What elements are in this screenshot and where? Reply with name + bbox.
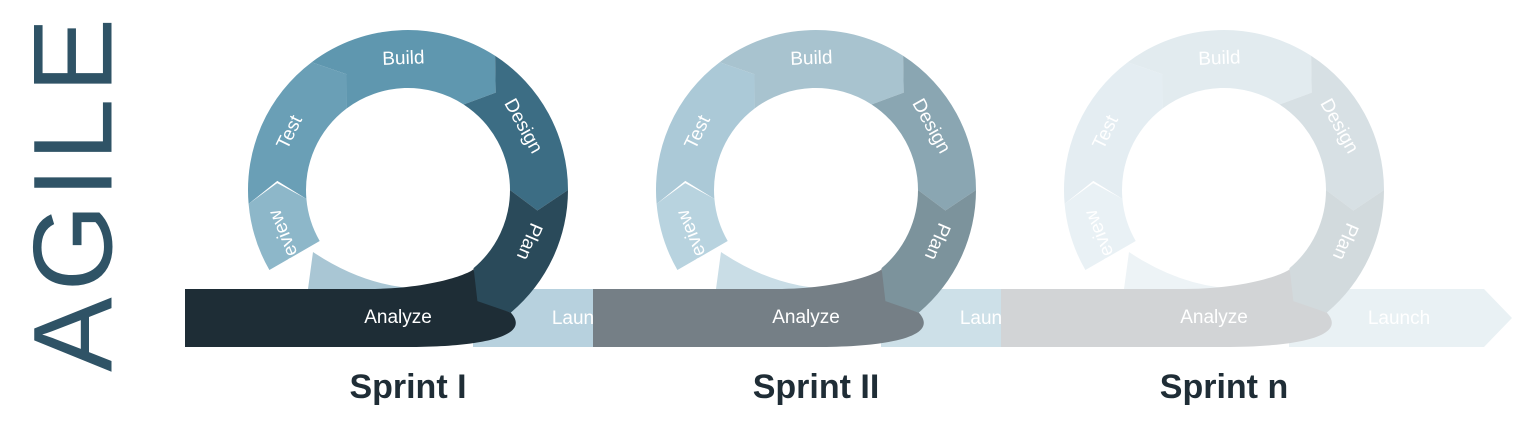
launch-arrow bbox=[1289, 289, 1512, 347]
build-label: Build bbox=[382, 47, 425, 69]
inner-wedge bbox=[716, 252, 836, 289]
sprint-caption: Sprint n bbox=[1160, 368, 1288, 406]
analyze-band bbox=[185, 268, 516, 347]
analyze-band bbox=[1001, 268, 1332, 347]
analyze-label: Analyze bbox=[364, 307, 432, 328]
test-segment bbox=[1063, 62, 1163, 204]
build-segment bbox=[1127, 29, 1312, 109]
launch-label: Launch bbox=[1368, 308, 1430, 329]
build-label: Build bbox=[790, 47, 833, 69]
review-segment bbox=[1064, 183, 1136, 270]
build-segment bbox=[719, 29, 904, 109]
design-segment bbox=[1279, 55, 1384, 211]
analyze-label: Analyze bbox=[1180, 307, 1248, 328]
review-segment bbox=[248, 183, 320, 270]
test-segment bbox=[247, 62, 347, 204]
agile-title: AGILE bbox=[11, 12, 136, 372]
analyze-label: Analyze bbox=[772, 307, 840, 328]
plan-segment bbox=[1289, 190, 1384, 313]
test-segment bbox=[655, 62, 755, 204]
design-segment bbox=[463, 55, 568, 211]
inner-wedge bbox=[308, 252, 428, 289]
build-label: Build bbox=[1198, 47, 1241, 69]
inner-wedge bbox=[1124, 252, 1244, 289]
sprint-caption: Sprint I bbox=[349, 368, 466, 406]
analyze-band bbox=[593, 268, 924, 347]
sprint-caption: Sprint II bbox=[753, 368, 880, 406]
plan-segment bbox=[881, 190, 976, 313]
review-segment bbox=[656, 183, 728, 270]
design-segment bbox=[871, 55, 976, 211]
plan-segment bbox=[473, 190, 568, 313]
build-segment bbox=[311, 29, 496, 109]
